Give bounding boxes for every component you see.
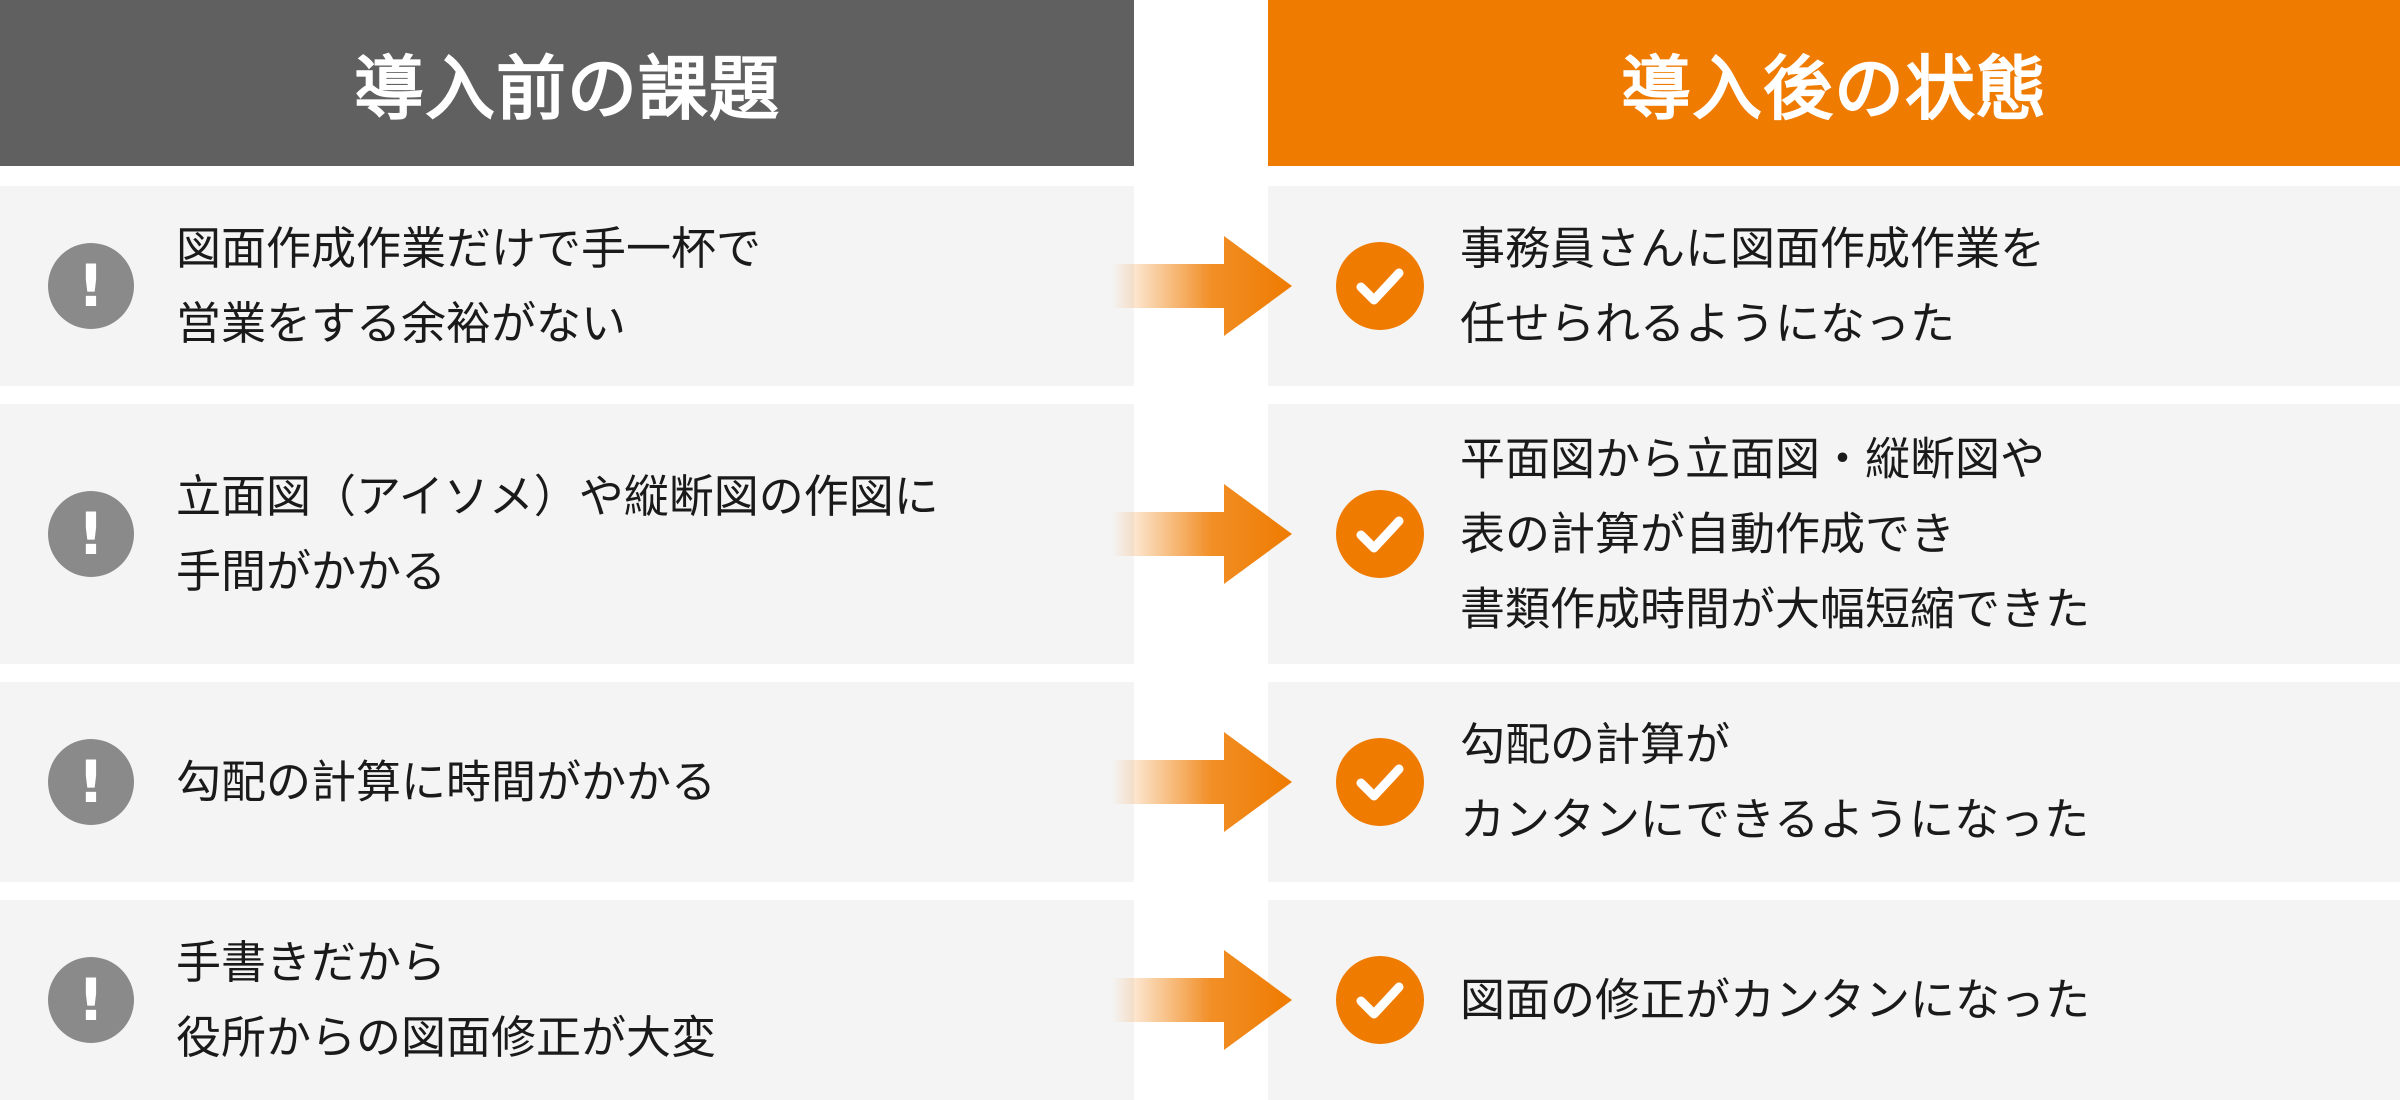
result-line: 平面図から立面図・縦断図や [1460, 432, 2046, 486]
problem-line: 役所からの図面修正が大変 [176, 1011, 717, 1064]
problem-line: 図面作成作業だけで手一杯で [176, 222, 762, 275]
result-text: 勾配の計算が カンタンにできるようになった [1460, 707, 2380, 857]
arrow-right-icon [1112, 484, 1292, 584]
problem-line: 手書きだから [176, 936, 447, 989]
arrow-right-icon [1112, 236, 1292, 336]
before-header-title: 導入前の課題 [354, 47, 780, 130]
alert-icon: ! [48, 739, 134, 825]
problem-cell: ! 勾配の計算に時間がかかる [0, 682, 1134, 882]
problem-line: 勾配の計算に時間がかかる [176, 755, 717, 809]
comparison-row: ! 手書きだから 役所からの図面修正が大変 図面の修正がカンタンになった [0, 900, 2400, 1100]
alert-icon: ! [48, 957, 134, 1043]
result-cell: 平面図から立面図・縦断図や 表の計算が自動作成でき 書類作成時間が大幅短縮できた [1268, 404, 2400, 664]
result-line: 図面の修正がカンタンになった [1460, 973, 2091, 1027]
arrow-right-icon [1112, 732, 1292, 832]
result-line: カンタンにできるようになった [1460, 793, 2090, 846]
result-line: 書類作成時間が大幅短縮できた [1460, 582, 2091, 636]
comparison-row: ! 図面作成作業だけで手一杯で 営業をする余裕がない 事務員さんに図面作成作業を… [0, 186, 2400, 386]
problem-text: 図面作成作業だけで手一杯で 営業をする余裕がない [176, 211, 1106, 361]
result-line: 任せられるようになった [1460, 297, 1956, 350]
problem-cell: ! 手書きだから 役所からの図面修正が大変 [0, 900, 1134, 1100]
result-cell: 事務員さんに図面作成作業を 任せられるようになった [1268, 186, 2400, 386]
after-header: 導入後の状態 [1268, 0, 2400, 166]
problem-line: 営業をする余裕がない [176, 297, 627, 350]
result-line: 勾配の計算が [1460, 718, 1731, 771]
problem-line: 立面図（アイソメ）や縦断図の作図に [176, 470, 939, 523]
problem-text: 立面図（アイソメ）や縦断図の作図に 手間がかかる [176, 459, 1106, 609]
check-icon [1336, 242, 1424, 330]
result-text: 事務員さんに図面作成作業を 任せられるようになった [1460, 211, 2380, 361]
after-header-title: 導入後の状態 [1621, 47, 2047, 130]
comparison-row: ! 勾配の計算に時間がかかる 勾配の計算が カンタンにできるようになった [0, 682, 2400, 882]
check-icon [1336, 490, 1424, 578]
before-header: 導入前の課題 [0, 0, 1134, 166]
result-line: 事務員さんに図面作成作業を [1460, 222, 2046, 275]
check-icon [1336, 956, 1424, 1044]
result-text: 図面の修正がカンタンになった [1460, 963, 2380, 1038]
result-text: 平面図から立面図・縦断図や 表の計算が自動作成でき 書類作成時間が大幅短縮できた [1460, 422, 2380, 647]
problem-line: 手間がかかる [176, 545, 447, 598]
problem-cell: ! 立面図（アイソメ）や縦断図の作図に 手間がかかる [0, 404, 1134, 664]
alert-icon: ! [48, 491, 134, 577]
result-cell: 勾配の計算が カンタンにできるようになった [1268, 682, 2400, 882]
comparison-row: ! 立面図（アイソメ）や縦断図の作図に 手間がかかる 平面図から立面図・縦断図や… [0, 404, 2400, 664]
problem-text: 勾配の計算に時間がかかる [176, 745, 1106, 820]
check-icon [1336, 738, 1424, 826]
result-line: 表の計算が自動作成でき [1460, 507, 1956, 561]
problem-text: 手書きだから 役所からの図面修正が大変 [176, 925, 1106, 1075]
problem-cell: ! 図面作成作業だけで手一杯で 営業をする余裕がない [0, 186, 1134, 386]
alert-icon: ! [48, 243, 134, 329]
arrow-right-icon [1112, 950, 1292, 1050]
result-cell: 図面の修正がカンタンになった [1268, 900, 2400, 1100]
